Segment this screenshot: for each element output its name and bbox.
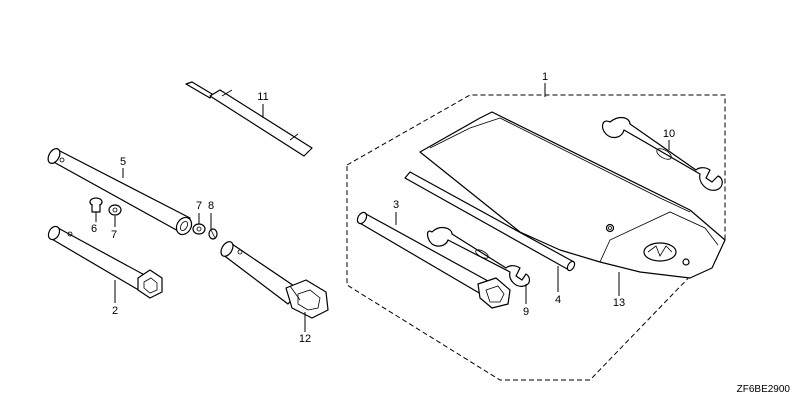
callout-1: 1 [542, 71, 548, 83]
part-8-spring-washer [208, 228, 218, 240]
diagram-code: ZF6BE2900 [737, 384, 791, 395]
part-13-tool-bag [419, 111, 726, 279]
part-5-bar [47, 148, 193, 236]
part-11-screwdriver [185, 81, 313, 157]
callout-8: 8 [208, 200, 214, 212]
part-10-wrench [601, 116, 723, 191]
callout-12: 12 [299, 333, 311, 345]
callout-2: 2 [112, 305, 118, 317]
callout-6: 6 [91, 223, 97, 235]
part-12-socket-wrench [220, 241, 329, 319]
callout-5: 5 [120, 156, 126, 168]
part-7-washer-right [192, 223, 206, 235]
part-2-socket-wrench [47, 225, 163, 299]
part-7-washer-left [108, 204, 122, 216]
callout-7-right: 7 [196, 200, 202, 212]
callout-11: 11 [257, 91, 268, 103]
callout-10: 10 [663, 128, 675, 140]
part-4-rod [404, 171, 576, 272]
callout-4: 4 [555, 294, 561, 306]
callout-3: 3 [393, 199, 399, 211]
callout-labels: 1 2 3 4 5 6 7 7 8 9 10 11 12 13 [91, 71, 675, 345]
part-3-handle [356, 211, 511, 309]
part-9-wrench [426, 226, 531, 287]
callout-9: 9 [523, 306, 529, 318]
leader-lines [95, 83, 670, 332]
part-6-bolt [89, 197, 103, 213]
callout-13: 13 [613, 297, 625, 309]
bag-emblem [643, 242, 677, 262]
tool-bag-boundary [346, 94, 726, 381]
callout-7-left: 7 [111, 229, 117, 241]
